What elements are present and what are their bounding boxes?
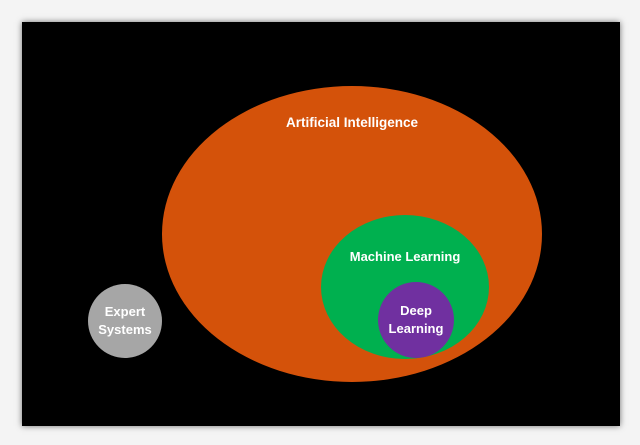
expert-systems-label: Expert Systems (88, 303, 162, 339)
expert-systems-label-line1: Expert (104, 304, 146, 319)
deep-learning-label: Deep Learning (378, 302, 454, 338)
diagram-slide: Artificial Intelligence Machine Learning… (22, 22, 620, 426)
deep-learning-label-line1: Deep (400, 303, 432, 318)
deep-learning-circle (378, 282, 454, 358)
artificial-intelligence-label: Artificial Intelligence (285, 115, 419, 130)
expert-systems-circle (88, 284, 162, 358)
deep-learning-label-line2: Learning (388, 321, 444, 336)
expert-systems-label-line2: Systems (98, 322, 152, 337)
machine-learning-label: Machine Learning (349, 249, 461, 264)
